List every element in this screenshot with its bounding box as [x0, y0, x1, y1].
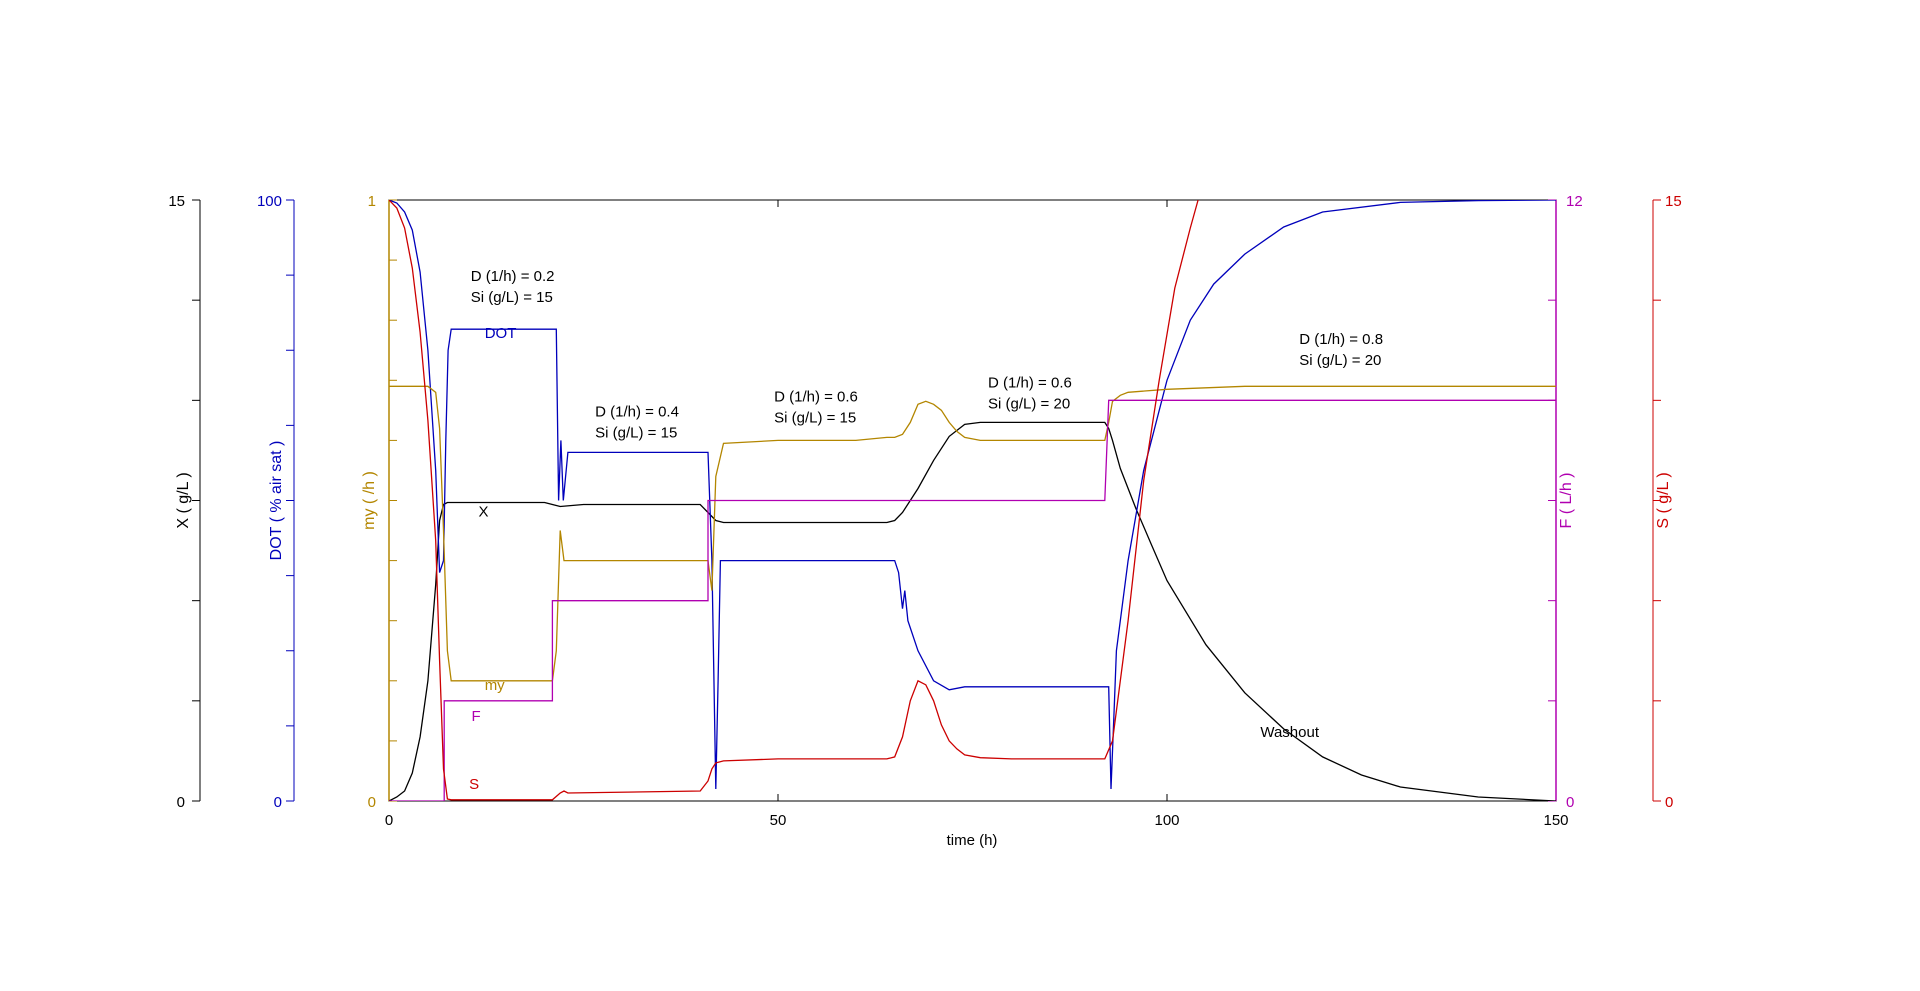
annotation: D (1/h) = 0.6 Si (g/L) = 20 [988, 375, 1072, 413]
series-line-dot [389, 200, 1556, 790]
annotation-line: Si (g/L) = 15 [774, 409, 856, 426]
x-tick-label: 0 [385, 812, 393, 829]
y-axis-title: my ( /h ) [361, 471, 378, 530]
y-axis-title: X ( g/L ) [175, 472, 192, 528]
x-tick-label: 150 [1543, 812, 1568, 829]
annotation-line: D (1/h) = 0.2 [471, 268, 555, 285]
series-line-x [389, 421, 1556, 801]
y-axis-max-label: 100 [257, 193, 282, 210]
series-label-f: F [471, 708, 480, 725]
series-label-s: S [469, 776, 479, 793]
annotation: D (1/h) = 0.6 Si (g/L) = 15 [774, 388, 858, 426]
series-label-dot: DOT [485, 325, 517, 342]
annotation: D (1/h) = 0.4 Si (g/L) = 15 [595, 403, 679, 441]
series-label-my: my [485, 677, 505, 694]
y-axis-title: S ( g/L ) [1655, 472, 1672, 528]
y-axis-my: 1 0 my ( /h ) [361, 193, 397, 811]
y-axis-f: 12 0 F ( L/h ) [1548, 193, 1583, 811]
annotation-line: D (1/h) = 0.4 [595, 403, 679, 420]
series-line-s [389, 200, 1199, 801]
annotation: D (1/h) = 0.2 Si (g/L) = 15 [471, 268, 555, 306]
x-tick-label: 100 [1154, 812, 1179, 829]
y-axis-min-label: 0 [177, 794, 185, 811]
y-axis-title: DOT ( % air sat ) [268, 441, 285, 561]
annotation-line: D (1/h) = 0.8 [1299, 331, 1383, 348]
y-axis-max-label: 1 [368, 193, 376, 210]
annotation-line: Si (g/L) = 15 [471, 289, 553, 306]
y-axis-min-label: 0 [1566, 794, 1574, 811]
y-axis-min-label: 0 [274, 794, 282, 811]
y-axis-dot: 100 0 DOT ( % air sat ) [257, 193, 295, 811]
annotation: D (1/h) = 0.8 Si (g/L) = 20 [1299, 331, 1383, 369]
annotation-line: D (1/h) = 0.6 [774, 388, 858, 405]
y-axis-max-label: 15 [1665, 193, 1682, 210]
annotation-line: D (1/h) = 0.6 [988, 375, 1072, 392]
annotation-line: Si (g/L) = 20 [1299, 352, 1381, 369]
y-axis-min-label: 0 [368, 794, 376, 811]
data-series [389, 200, 1556, 801]
annotation-line: Si (g/L) = 15 [595, 424, 677, 441]
annotation-line: Washout [1260, 724, 1319, 741]
series-label-x: X [478, 504, 488, 521]
x-tick-label: 50 [770, 812, 787, 829]
annotation: Washout [1260, 724, 1319, 741]
y-axis-s: 15 0 S ( g/L ) [1652, 193, 1682, 811]
y-axis-max-label: 12 [1566, 193, 1583, 210]
y-axis-title: F ( L/h ) [1558, 472, 1575, 528]
annotation-line: Si (g/L) = 20 [988, 396, 1070, 413]
y-axis-x: 15 0 X ( g/L ) [168, 193, 201, 811]
x-axis-label: time (h) [947, 832, 998, 849]
y-axis-max-label: 15 [168, 193, 185, 210]
series-line-my [389, 385, 1556, 682]
y-axis-min-label: 0 [1665, 794, 1673, 811]
series-line-f [389, 399, 1556, 801]
